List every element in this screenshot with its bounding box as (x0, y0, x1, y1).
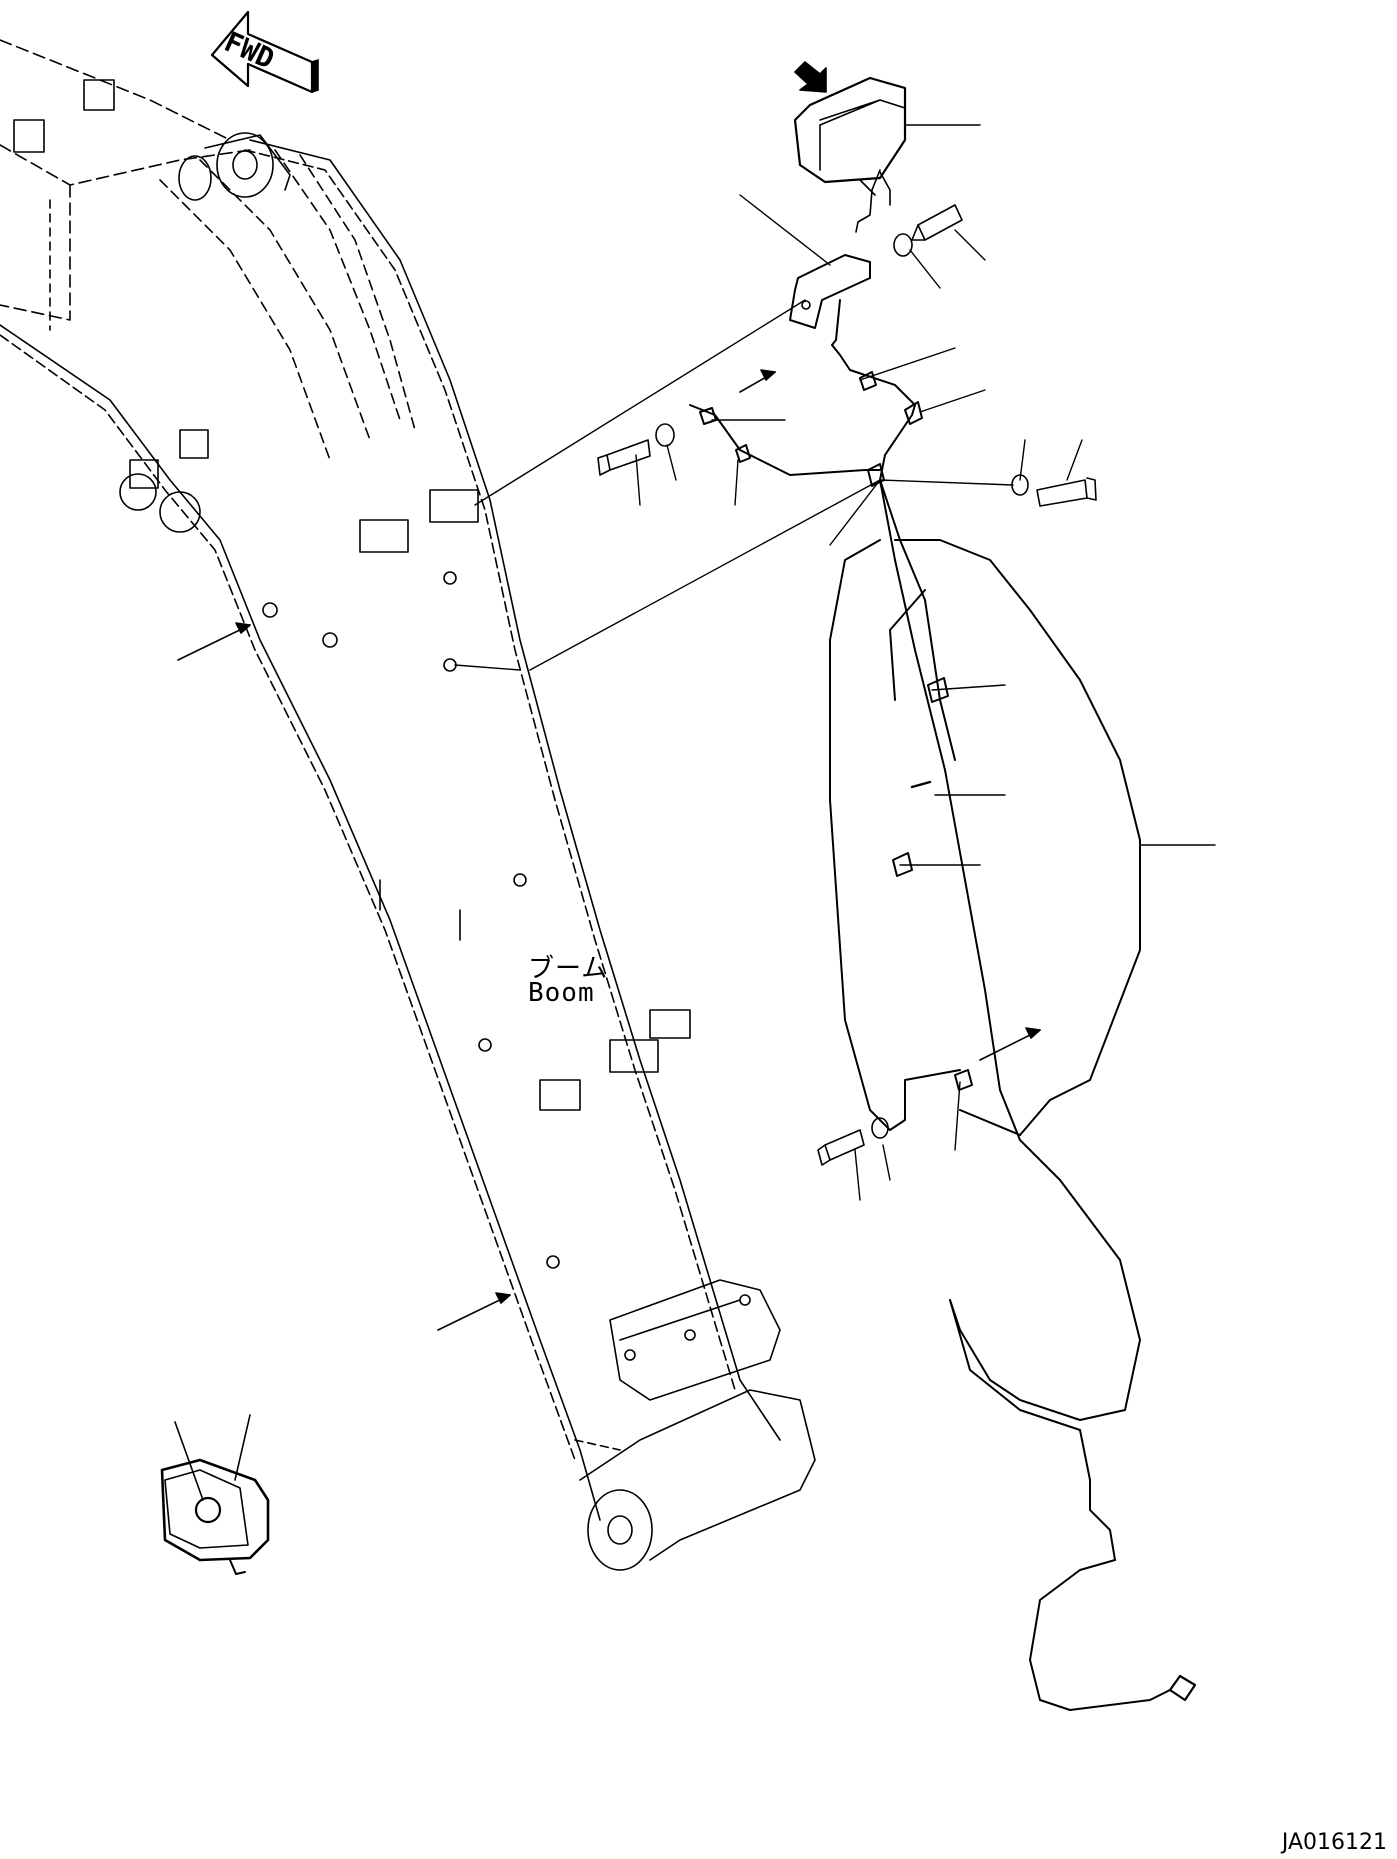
wiring-harness (690, 300, 1195, 1710)
section-arrow-icon (178, 370, 1040, 1330)
lamp-bracket (790, 255, 870, 328)
drawing-code: JA016121 (1281, 1830, 1387, 1855)
boom-bosses (263, 572, 559, 1268)
washer-icon (656, 234, 1028, 1138)
fwd-arrow-icon (212, 12, 318, 92)
work-lamp-icon (795, 62, 905, 232)
callout-leaders (455, 125, 1215, 1200)
bolt-icon (598, 205, 1096, 1165)
work-lamp-icon (162, 1415, 268, 1574)
boom-label-english: Boom (528, 978, 595, 1008)
clamp-icon (700, 372, 972, 1090)
boom (0, 40, 815, 1570)
boom-label-japanese: ブーム (528, 954, 609, 984)
